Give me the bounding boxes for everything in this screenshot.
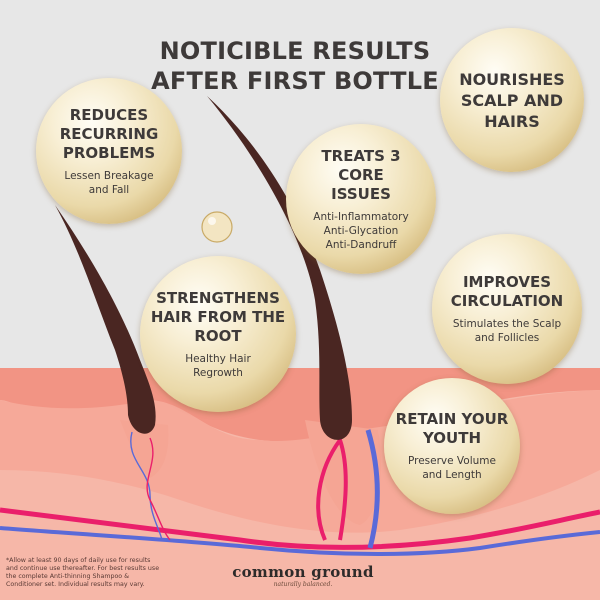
bubble-heading: REDUCES RECURRING PROBLEMS [59,105,159,162]
bubble-strengthens-root: STRENGTHENS HAIR FROM THE ROOT Healthy H… [140,256,296,412]
bubble-improves-circulation: IMPROVES CIRCULATION Stimulates the Scal… [432,234,582,384]
bubble-heading: NOURISHES SCALP AND HAIRS [459,69,565,131]
artery-pink-loop [316,435,348,541]
bubble-subtext: Anti-Inflammatory Anti-Glycation Anti-Da… [313,210,409,251]
hair-right [207,96,352,440]
brand-name: common ground [232,563,374,581]
bubble-retain-youth: RETAIN YOUR YOUTH Preserve Volume and Le… [384,378,520,514]
vein-blue-loop [365,429,380,549]
bubble-subtext: Healthy Hair Regrowth [185,352,251,379]
bubble-heading: TREATS 3 CORE ISSUES [321,146,401,203]
bubble-subtext: Lessen Breakage and Fall [64,169,154,196]
bubble-treats-core-issues: TREATS 3 CORE ISSUES Anti-Inflammatory A… [286,124,436,274]
bubble-subtext: Stimulates the Scalp and Follicles [452,318,562,344]
hair-left [55,205,156,434]
bubble-reduces-recurring-problems: REDUCES RECURRING PROBLEMS Lessen Breaka… [36,78,182,224]
capillary-left-red [146,437,171,541]
bubble-heading: RETAIN YOUR YOUTH [395,410,509,447]
capillary-left-blue [130,431,163,541]
bubble-heading: STRENGTHENS HAIR FROM THE ROOT [150,288,286,345]
brand-logo: common ground naturally balanced. [218,563,388,588]
follicle-right [305,420,381,525]
artery-pink [0,507,600,550]
brand-tagline: naturally balanced. [273,581,333,588]
disclaimer-footnote: *Allow at least 90 days of daily use for… [6,557,160,588]
bubble-nourishes-scalp: NOURISHES SCALP AND HAIRS [440,28,584,172]
bubble-subtext: Preserve Volume and Length [407,455,496,481]
small-droplet [201,211,233,243]
bubble-heading: IMPROVES CIRCULATION [450,273,564,310]
vein-blue [0,526,600,556]
page-title: NOTICIBLE RESULTS AFTER FIRST BOTTLE [151,37,439,95]
